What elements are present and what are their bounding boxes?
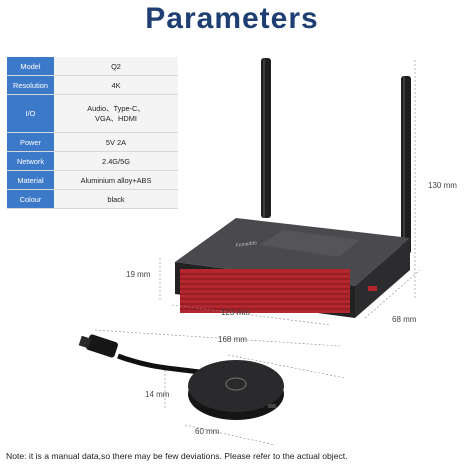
dim-cable-length-label: 168 mm (218, 335, 247, 344)
dim-depth-label: 68 mm (392, 315, 417, 324)
spec-key: Network (7, 151, 54, 171)
dim-length-label: 123 mm (221, 308, 250, 317)
spec-value: 2.4G/5G (54, 151, 178, 171)
antenna-left-icon (261, 58, 271, 218)
antenna-right-icon (401, 76, 411, 254)
disclaimer-note: Note: it is a manual data,so there may b… (6, 451, 348, 461)
page-title: Parameters (145, 2, 319, 35)
spec-key: Colour (7, 189, 54, 209)
spec-value: Q2 (54, 57, 178, 76)
dim-dongle-thickness-label: 14 mm (145, 390, 170, 399)
receiver-box-icon: Fnmeddo (175, 218, 410, 318)
spec-value: black (54, 189, 178, 209)
spec-key: Model (7, 57, 54, 76)
dim-thickness-label: 19 mm (126, 270, 151, 279)
spec-key: I/O (7, 94, 54, 133)
device-logo: Fnmeddo (235, 240, 257, 249)
spec-value: 5V 2A (54, 132, 178, 152)
spec-value: Aluminium alloy+ABS (54, 170, 178, 190)
dim-dongle-diameter-label: 60 mm (195, 427, 220, 436)
spec-key: Power (7, 132, 54, 152)
spec-value: 4K (54, 75, 178, 95)
hdmi-dongle-icon (78, 334, 284, 420)
dim-height-label: 130 mm (428, 181, 457, 190)
spec-key: Material (7, 170, 54, 190)
spec-value: Audio、Type-C、 VGA、HDMI (54, 94, 178, 133)
spec-key: Resolution (7, 75, 54, 95)
